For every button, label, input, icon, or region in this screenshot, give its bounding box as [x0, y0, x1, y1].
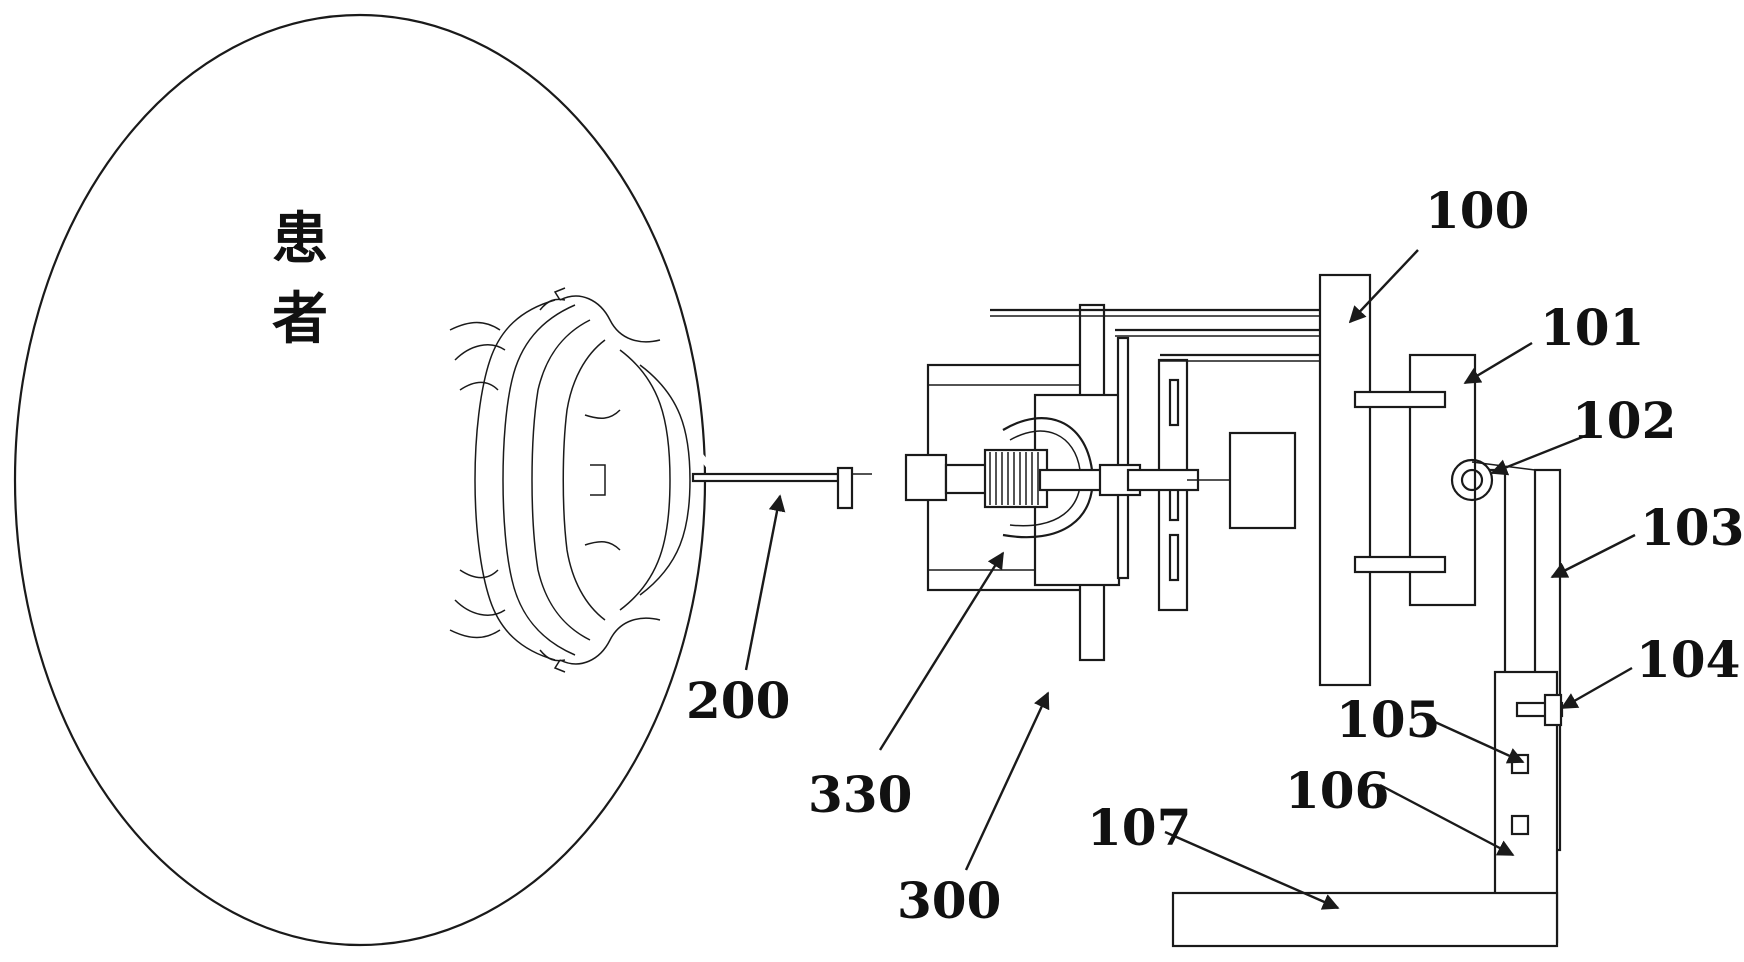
leader-300: [964, 691, 1050, 871]
leader-102: [1490, 432, 1591, 476]
leader-200: [744, 494, 786, 671]
patient-head: [13, 13, 715, 947]
label-102: 102: [1572, 391, 1676, 450]
vertebra-drawing: [449, 287, 691, 673]
leader-101: [1463, 341, 1533, 385]
label-100: 100: [1425, 181, 1529, 240]
patient-label: 患 者: [272, 207, 328, 352]
assembly-300: [904, 303, 1320, 662]
leader-100: [1348, 249, 1419, 324]
support-frame: [1171, 273, 1564, 948]
needle-200: [691, 466, 872, 510]
reference-labels: 100 101 102 103 104 105 106 107 200 300 …: [686, 181, 1744, 930]
label-200: 200: [686, 671, 790, 730]
leader-lines: [744, 249, 1636, 910]
leader-330: [878, 551, 1005, 751]
label-105: 105: [1336, 690, 1440, 749]
label-103: 103: [1640, 498, 1744, 557]
motor-block: [1228, 431, 1297, 530]
patient-label-char-1: 患: [272, 207, 328, 272]
base-107: [1171, 891, 1559, 948]
label-330: 330: [808, 765, 912, 824]
leader-104: [1560, 666, 1633, 710]
hinge-102: [1450, 458, 1494, 502]
label-107: 107: [1087, 798, 1191, 857]
patient-label-char-2: 者: [272, 287, 328, 352]
leader-106: [1379, 783, 1515, 857]
plate-100: [1318, 273, 1372, 687]
leader-107: [1164, 830, 1340, 910]
leader-103: [1550, 533, 1636, 579]
label-101: 101: [1540, 298, 1644, 357]
leader-105: [1434, 720, 1525, 764]
label-300: 300: [897, 871, 1001, 930]
label-106: 106: [1285, 761, 1389, 820]
label-104: 104: [1636, 630, 1740, 689]
